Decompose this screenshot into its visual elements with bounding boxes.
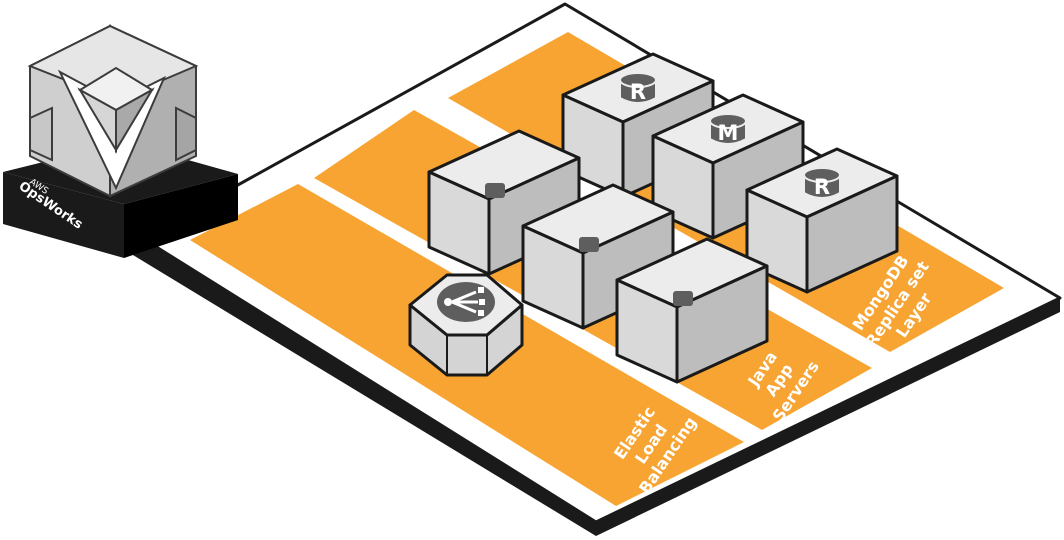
mongodb-node-replica-1[interactable]: R: [561, 52, 715, 199]
instance-chip-icon: [673, 291, 693, 306]
elastic-load-balancer-node[interactable]: [408, 273, 524, 377]
db-role-letter: R: [814, 175, 830, 199]
java-app-server-1[interactable]: [427, 129, 581, 276]
mongodb-node-master[interactable]: M: [651, 93, 805, 240]
db-role-letter: R: [630, 80, 646, 104]
java-app-server-2[interactable]: [521, 183, 675, 330]
database-icon: R: [619, 72, 657, 104]
instance-chip-icon: [485, 183, 505, 198]
db-role-letter: M: [718, 121, 739, 145]
opsworks-logo: AWS OpsWorks: [3, 24, 238, 258]
instance-chip-icon: [579, 237, 599, 252]
java-app-server-3[interactable]: [615, 237, 769, 384]
database-icon: R: [803, 167, 841, 199]
mongodb-node-replica-2[interactable]: R: [745, 147, 899, 294]
database-icon: M: [709, 113, 747, 145]
load-balancer-icon: [437, 282, 495, 322]
